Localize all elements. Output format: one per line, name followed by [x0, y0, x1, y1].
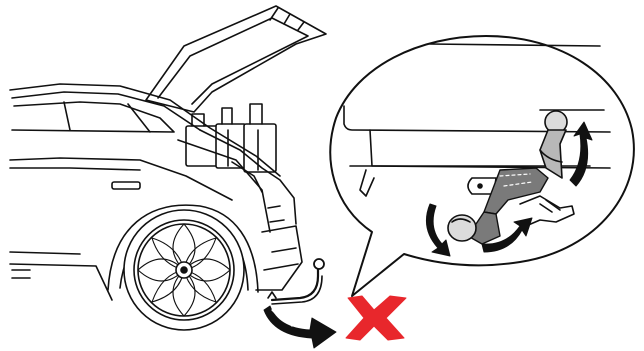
- tow-bar: [267, 258, 325, 305]
- detail-release-hand: [519, 195, 575, 227]
- detail-folded-arm: [539, 110, 568, 179]
- detail-swinging-arm: [447, 167, 549, 245]
- rear-wheel: [123, 209, 245, 331]
- arrow-right-up: [481, 217, 533, 253]
- suitcases: [185, 103, 277, 173]
- swing-arrow: [263, 305, 337, 349]
- swing-arrows: [425, 121, 593, 257]
- tailgate: [145, 5, 327, 113]
- arrow-left-down: [425, 203, 451, 257]
- arrow-up: [569, 121, 593, 187]
- red-cross-icon: [345, 295, 407, 341]
- hatchback-vehicle: [9, 83, 303, 301]
